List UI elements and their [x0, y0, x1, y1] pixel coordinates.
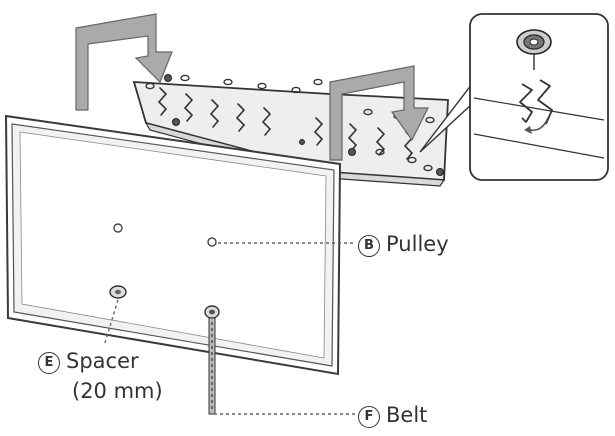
spacer-size-label: (20 mm): [72, 379, 163, 403]
belt-label: F Belt: [358, 402, 427, 428]
spacer-text: Spacer: [66, 349, 139, 373]
wall-mount-bracket: [132, 74, 449, 187]
detail-callout: [419, 13, 609, 181]
pulley-badge: B: [358, 235, 380, 257]
hook-icon: [519, 79, 553, 125]
engage-arrow-icon: [529, 117, 549, 132]
mounting-holes: [113, 223, 217, 247]
spacer-label: E Spacer: [38, 348, 139, 374]
bracket-hooks: [157, 87, 414, 160]
pulley-wheel-icon: [516, 29, 552, 55]
belt-text: Belt: [386, 403, 428, 427]
spacer-icon: [109, 285, 127, 299]
down-arrow-right: [329, 65, 429, 161]
down-arrow-left: [75, 13, 173, 111]
belt-badge: F: [358, 406, 380, 428]
spacer-leader-line: [103, 299, 119, 347]
leader-lines: [103, 242, 356, 415]
callout-frame: [469, 13, 609, 181]
tv-back-panel: [4, 114, 342, 376]
belt-anchor-icon: [204, 305, 220, 319]
pulley-label: B Pulley: [358, 231, 449, 257]
bracket-screws: [164, 74, 444, 176]
belt-strap: [208, 317, 216, 415]
spacer-badge: E: [38, 352, 60, 374]
pulley-text: Pulley: [386, 232, 449, 256]
